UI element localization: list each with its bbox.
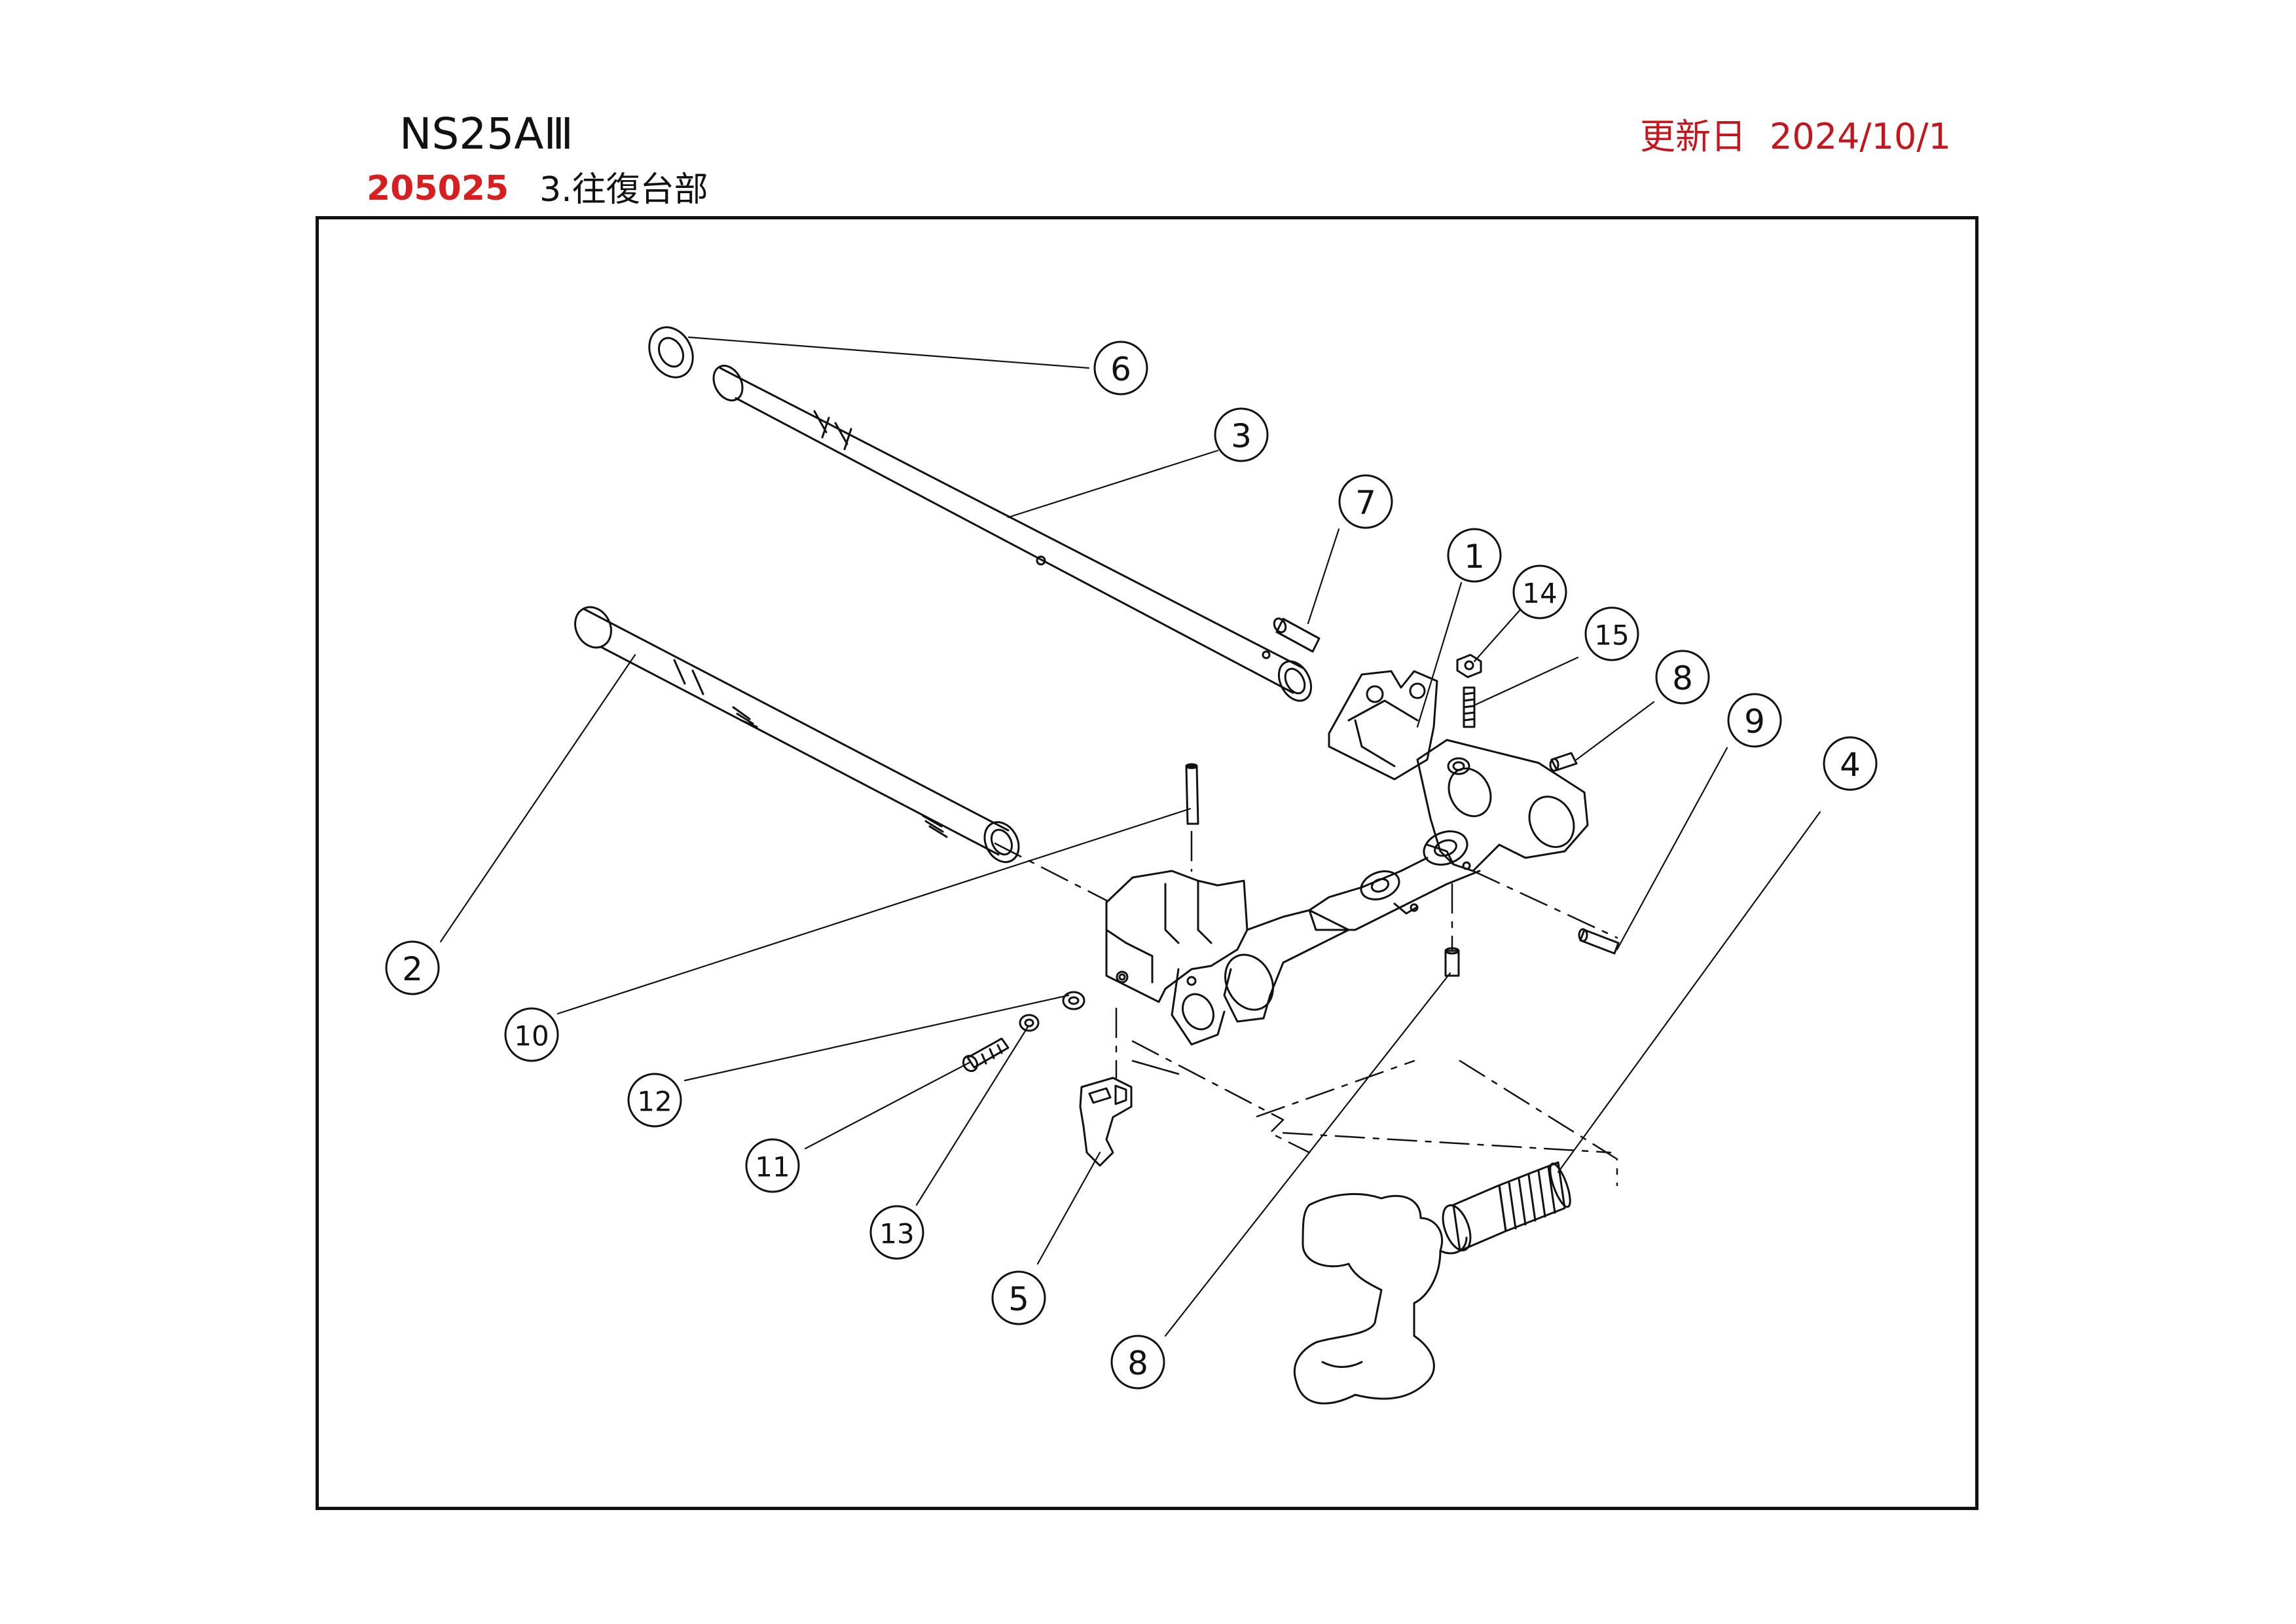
callout-circle (1512, 564, 1567, 619)
callout-c6: 6 (1093, 341, 1148, 396)
part-code: 205025 (367, 169, 509, 208)
callout-circle (1655, 650, 1710, 705)
callout-circle (1584, 606, 1639, 661)
part-12-washer (1062, 991, 1085, 1010)
part-3-upper-shaft (712, 365, 1313, 702)
callout-c11: 11 (745, 1138, 800, 1193)
part-4-gear-shaft (1293, 1161, 1571, 1405)
callout-c2: 2 (385, 940, 440, 995)
callout-circle (1110, 1335, 1165, 1390)
callout-c12: 12 (627, 1073, 682, 1128)
callout-label: 14 (1522, 578, 1557, 610)
callout-label: 1 (1464, 538, 1485, 576)
callout-label: 4 (1840, 746, 1861, 784)
callout-circle (627, 1073, 682, 1128)
callout-label: 12 (637, 1086, 672, 1118)
callout-c5: 5 (991, 1270, 1046, 1325)
part-1-carriage (1105, 670, 1589, 1046)
callout-c3: 3 (1214, 407, 1269, 462)
callout-c8b: 8 (1110, 1335, 1165, 1390)
leader-lines (439, 336, 1821, 1337)
callout-c15: 15 (1584, 606, 1639, 661)
callout-label: 2 (402, 950, 423, 988)
callout-label: 3 (1231, 417, 1252, 455)
callout-circle (385, 940, 440, 995)
callout-circle (1214, 407, 1269, 462)
section-title: 3.往復台部 (539, 170, 708, 210)
callout-c1: 1 (1447, 528, 1502, 583)
callout-c8a: 8 (1655, 650, 1710, 705)
callout-label: 11 (755, 1151, 790, 1183)
callout-circle (1447, 528, 1502, 583)
part-8-pin-lower (1444, 947, 1460, 977)
part-15-set-screw (1463, 686, 1476, 728)
callout-label: 7 (1355, 484, 1376, 522)
callout-circle (745, 1138, 800, 1193)
part-14-nut (1456, 654, 1482, 678)
callout-c4: 4 (1823, 736, 1878, 791)
callout-c7: 7 (1338, 474, 1393, 529)
part-13-lock-washer (1019, 1014, 1040, 1032)
callout-label: 15 (1594, 619, 1629, 652)
construction-lines (994, 830, 1618, 1187)
callout-label: 8 (1672, 659, 1693, 697)
update-date: 更新日 2024/10/1 (1640, 119, 1975, 155)
callout-label: 6 (1110, 350, 1131, 388)
part-7-pin (1273, 618, 1321, 653)
callout-label: 13 (879, 1218, 914, 1250)
callout-circle (1338, 474, 1393, 529)
callout-c14: 14 (1512, 564, 1567, 619)
part-11-screw (962, 1037, 1010, 1073)
part-6-ring (648, 326, 694, 378)
callout-c9: 9 (1727, 693, 1782, 748)
part-2-lower-shaft (574, 606, 1020, 863)
update-label: 更新日 (1640, 116, 1746, 157)
part-8-pin-upper (1549, 752, 1578, 772)
callout-label: 9 (1744, 703, 1765, 741)
model-name: NS25AⅢ (399, 109, 574, 159)
part-10-roll-pin (1185, 763, 1199, 825)
part-5-clip (1079, 1077, 1133, 1167)
diagram-frame (316, 216, 1978, 1510)
part-9-long-pin (1578, 928, 1620, 955)
callout-c13: 13 (869, 1205, 924, 1260)
callout-circle (869, 1205, 924, 1260)
callout-circle (504, 1007, 559, 1062)
callout-c10: 10 (504, 1007, 559, 1062)
update-value: 2024/10/1 (1770, 116, 1951, 157)
callout-label: 10 (514, 1020, 549, 1052)
callout-circle (991, 1270, 1046, 1325)
callout-circle (1727, 693, 1782, 748)
callout-label: 5 (1008, 1280, 1029, 1318)
callout-circle (1823, 736, 1878, 791)
callout-circle (1093, 341, 1148, 396)
callout-label: 8 (1127, 1344, 1148, 1382)
